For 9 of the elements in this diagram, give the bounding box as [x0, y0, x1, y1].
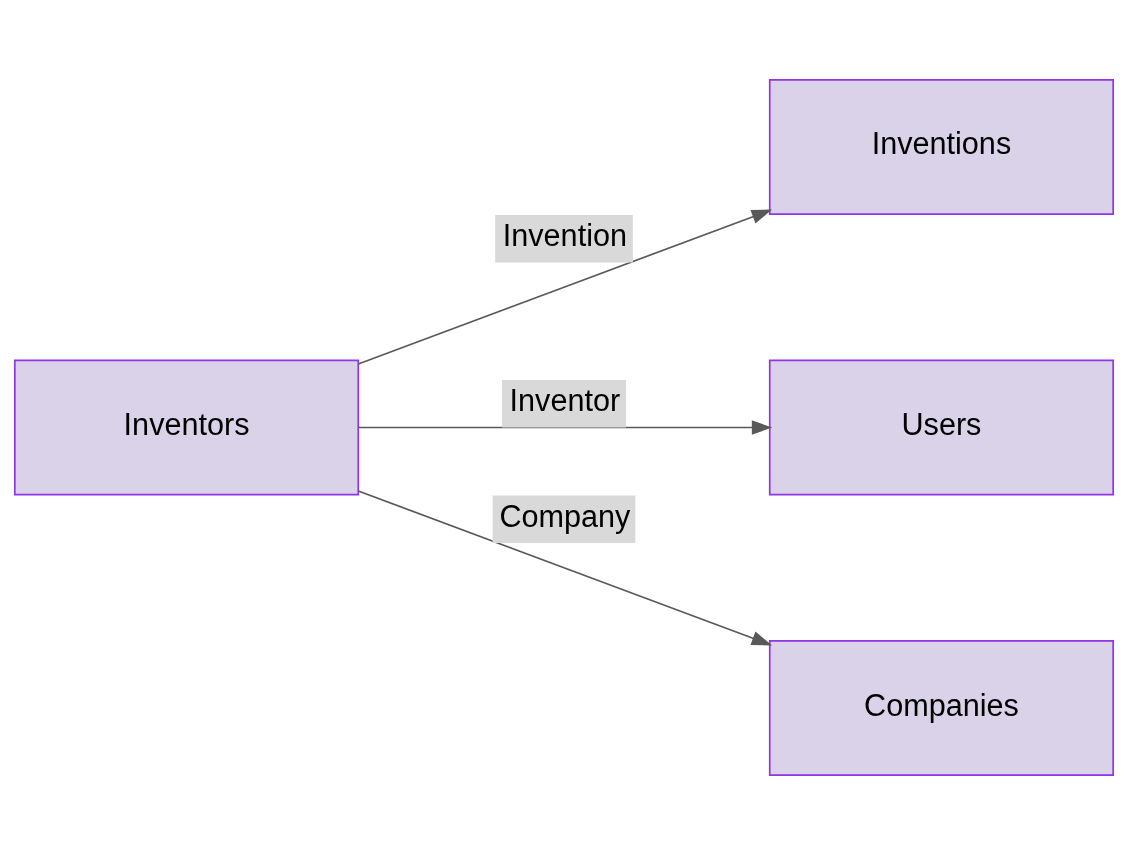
node-box: Inventors: [13, 359, 360, 495]
node-box: Inventions: [768, 78, 1115, 215]
edge-label: Invention: [502, 217, 627, 252]
node-box: Companies: [768, 639, 1115, 776]
arrow: [357, 209, 773, 365]
arrow: [357, 489, 773, 645]
edge-label: Inventor: [509, 382, 621, 417]
edge-label: Company: [499, 498, 631, 533]
node-box: Users: [768, 359, 1115, 495]
